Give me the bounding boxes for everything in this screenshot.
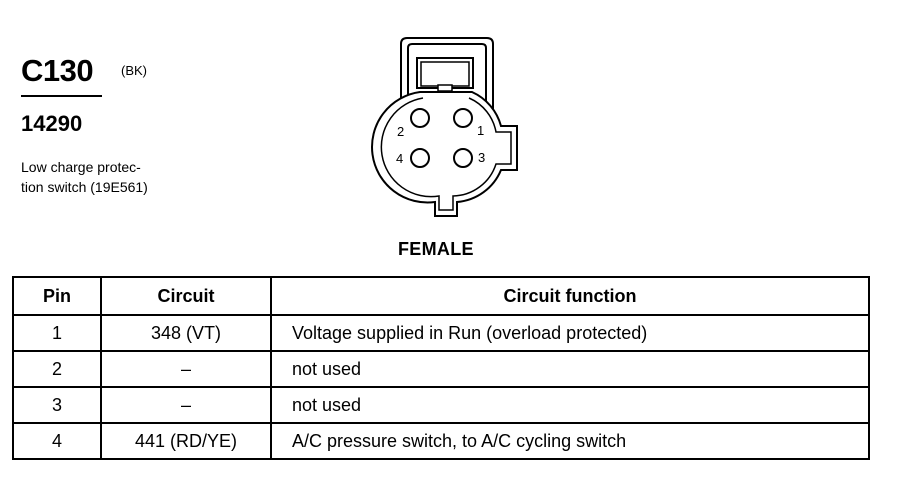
pin-label-4: 4 — [396, 151, 403, 166]
pin-label-2: 2 — [397, 124, 404, 139]
latch-block — [416, 57, 474, 89]
cell-pin: 2 — [12, 350, 102, 388]
connector-gender-label: FEMALE — [398, 239, 474, 259]
connector-face-diagram: 1 2 3 4 — [371, 37, 518, 217]
cell-circuit: 348 (VT) — [100, 314, 272, 352]
cell-circuit: – — [100, 386, 272, 424]
pin-cavity-2 — [410, 108, 430, 128]
table-row: 1 348 (VT) Voltage supplied in Run (over… — [12, 314, 870, 352]
cell-function: not used — [270, 386, 870, 424]
description-line: tion switch (19E561) — [21, 179, 148, 195]
header-circuit: Circuit — [100, 276, 272, 316]
table-row: 2 – not used — [12, 350, 870, 388]
cell-pin: 4 — [12, 422, 102, 460]
table-row: 3 – not used — [12, 386, 870, 424]
cell-circuit: – — [100, 350, 272, 388]
pinout-table: Pin Circuit Circuit function 1 348 (VT) … — [12, 276, 870, 460]
latch-inner-frame — [407, 43, 487, 111]
cell-circuit: 441 (RD/YE) — [100, 422, 272, 460]
pin-label-1: 1 — [477, 123, 484, 138]
connector-color: (BK) — [121, 63, 147, 78]
pin-cavity-1 — [453, 108, 473, 128]
pin-cavity-4 — [410, 148, 430, 168]
cell-pin: 3 — [12, 386, 102, 424]
connector-id: C130 — [21, 53, 94, 88]
description-line: Low charge protec- — [21, 159, 141, 175]
table-header-row: Pin Circuit Circuit function — [12, 276, 870, 316]
pin-cavity-3 — [453, 148, 473, 168]
part-number: 14290 — [21, 111, 83, 136]
component-description: Low charge protec- tion switch (19E561) — [21, 157, 191, 197]
pin-label-3: 3 — [478, 150, 485, 165]
connector-body-inner — [380, 97, 512, 211]
latch-outer-frame — [400, 37, 494, 117]
table-row: 4 441 (RD/YE) A/C pressure switch, to A/… — [12, 422, 870, 460]
cell-function: A/C pressure switch, to A/C cycling swit… — [270, 422, 870, 460]
connector-id-underline — [21, 95, 102, 97]
connector-body — [371, 91, 518, 217]
cell-pin: 1 — [12, 314, 102, 352]
latch-notch — [437, 84, 453, 92]
header-circuit-function: Circuit function — [270, 276, 870, 316]
header-pin: Pin — [12, 276, 102, 316]
cell-function: not used — [270, 350, 870, 388]
cell-function: Voltage supplied in Run (overload protec… — [270, 314, 870, 352]
